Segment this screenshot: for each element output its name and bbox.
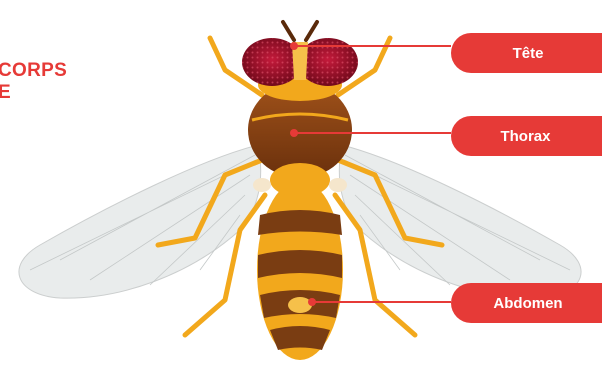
label-abdomen: Abdomen	[451, 283, 602, 323]
label-thorax: Thorax	[451, 116, 602, 156]
abdomen-segments	[257, 180, 343, 360]
label-head-text: Tête	[513, 45, 544, 62]
label-head: Tête	[451, 33, 602, 73]
left-wing	[19, 145, 261, 298]
label-abdomen-text: Abdomen	[493, 295, 562, 312]
head-shape	[242, 22, 358, 101]
label-thorax-text: Thorax	[500, 128, 550, 145]
right-wing	[339, 145, 581, 298]
